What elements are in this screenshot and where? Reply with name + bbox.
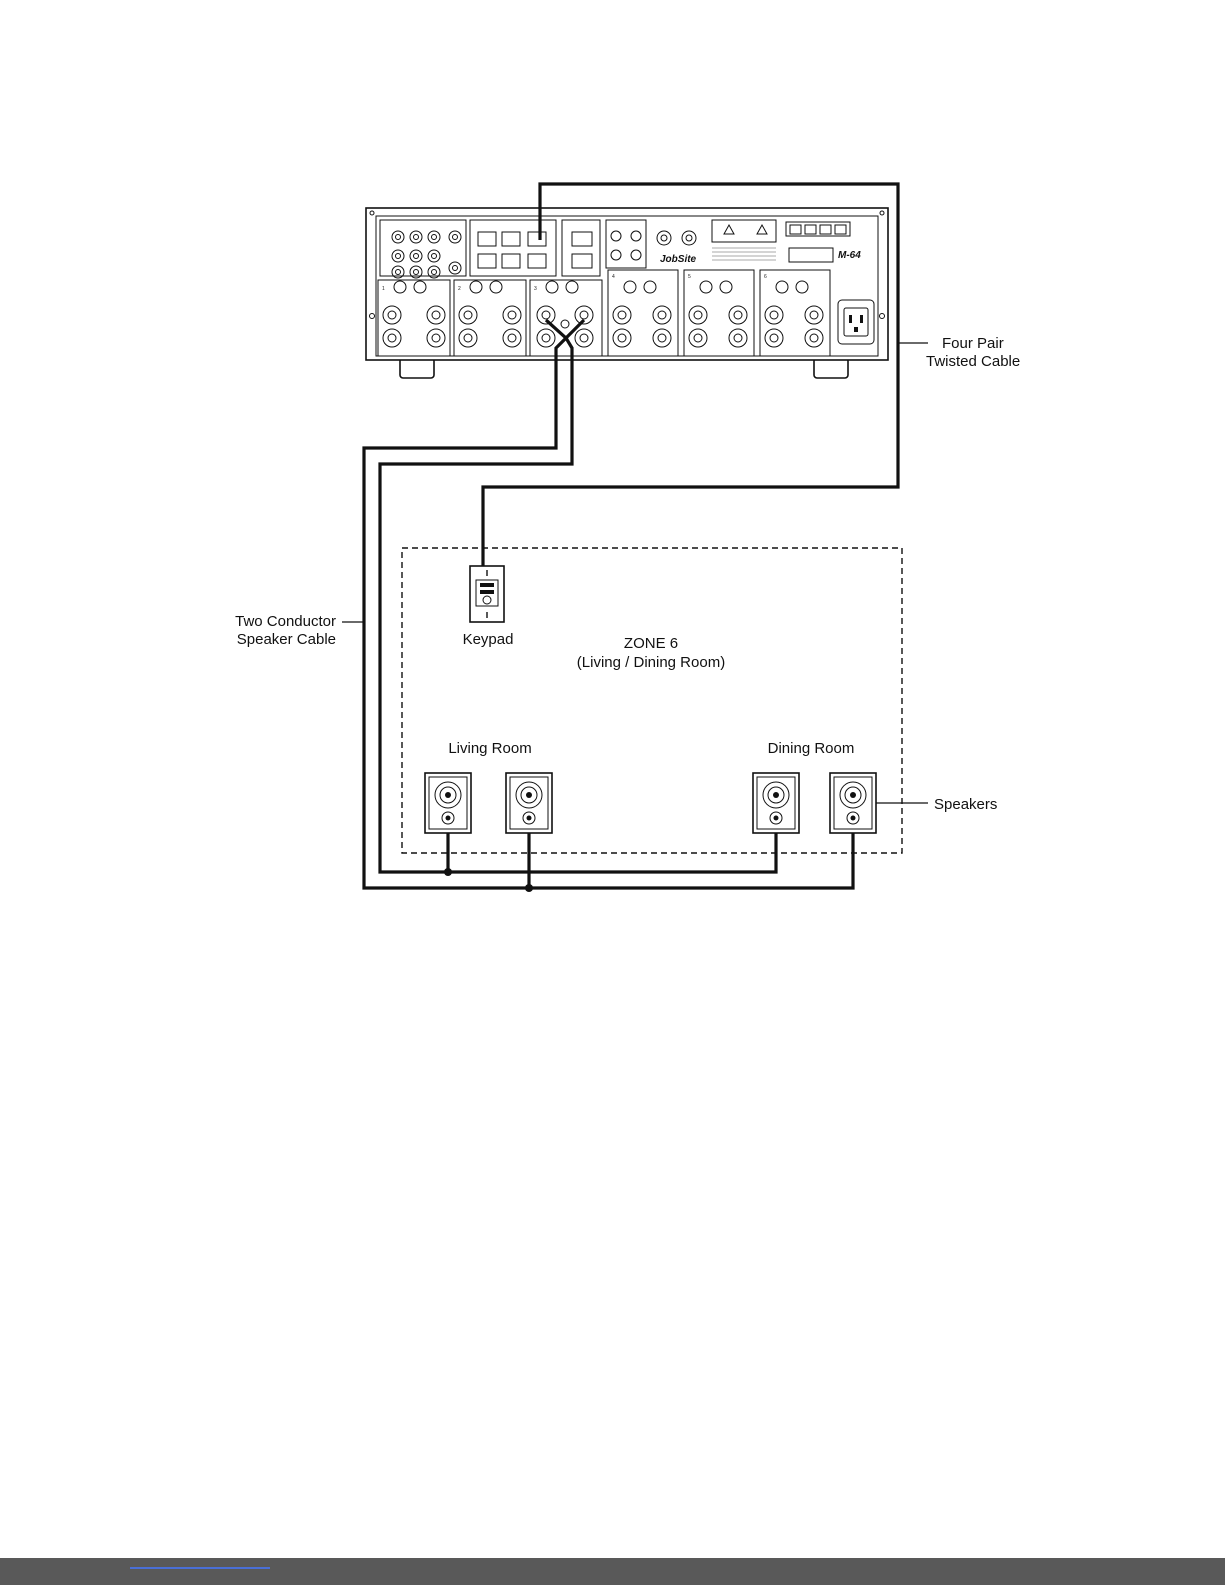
- four-pair-label-line2: Twisted Cable: [926, 353, 1020, 370]
- living-room-label: Living Room: [448, 740, 531, 757]
- speaker-living-2: [506, 773, 552, 833]
- footer-link[interactable]: [130, 1567, 270, 1569]
- svg-text:1: 1: [382, 286, 385, 292]
- speaker-dining-2: [830, 773, 876, 833]
- receiver-model-label: M-64: [838, 250, 861, 261]
- receiver-foot-right: [814, 358, 848, 378]
- dining-room-label: Dining Room: [768, 740, 855, 757]
- svg-text:2: 2: [458, 286, 461, 292]
- receiver-back-panel: JobSite M-64 1: [366, 208, 888, 378]
- speaker-living-1: [425, 773, 471, 833]
- svg-text:6: 6: [764, 274, 767, 280]
- receiver-foot-left: [400, 358, 434, 378]
- speakers-label: Speakers: [934, 796, 997, 813]
- two-conductor-label-line2: Speaker Cable: [237, 631, 336, 648]
- keypad-icon: [470, 566, 504, 622]
- two-conductor-label-line1: Two Conductor: [235, 613, 336, 630]
- svg-text:3: 3: [534, 286, 537, 292]
- junction-dot-1: [444, 868, 452, 876]
- svg-text:4: 4: [612, 274, 615, 280]
- speaker-dining-1: [753, 773, 799, 833]
- footer-bar: [0, 1558, 1225, 1585]
- zone-title: ZONE 6: [624, 635, 678, 652]
- keypad-label: Keypad: [463, 631, 514, 648]
- receiver-brand-logo: JobSite: [660, 254, 697, 265]
- svg-text:5: 5: [688, 274, 691, 280]
- junction-dot-2: [525, 884, 533, 892]
- zone-subtitle: (Living / Dining Room): [577, 654, 725, 671]
- four-pair-label-line1: Four Pair: [942, 335, 1004, 352]
